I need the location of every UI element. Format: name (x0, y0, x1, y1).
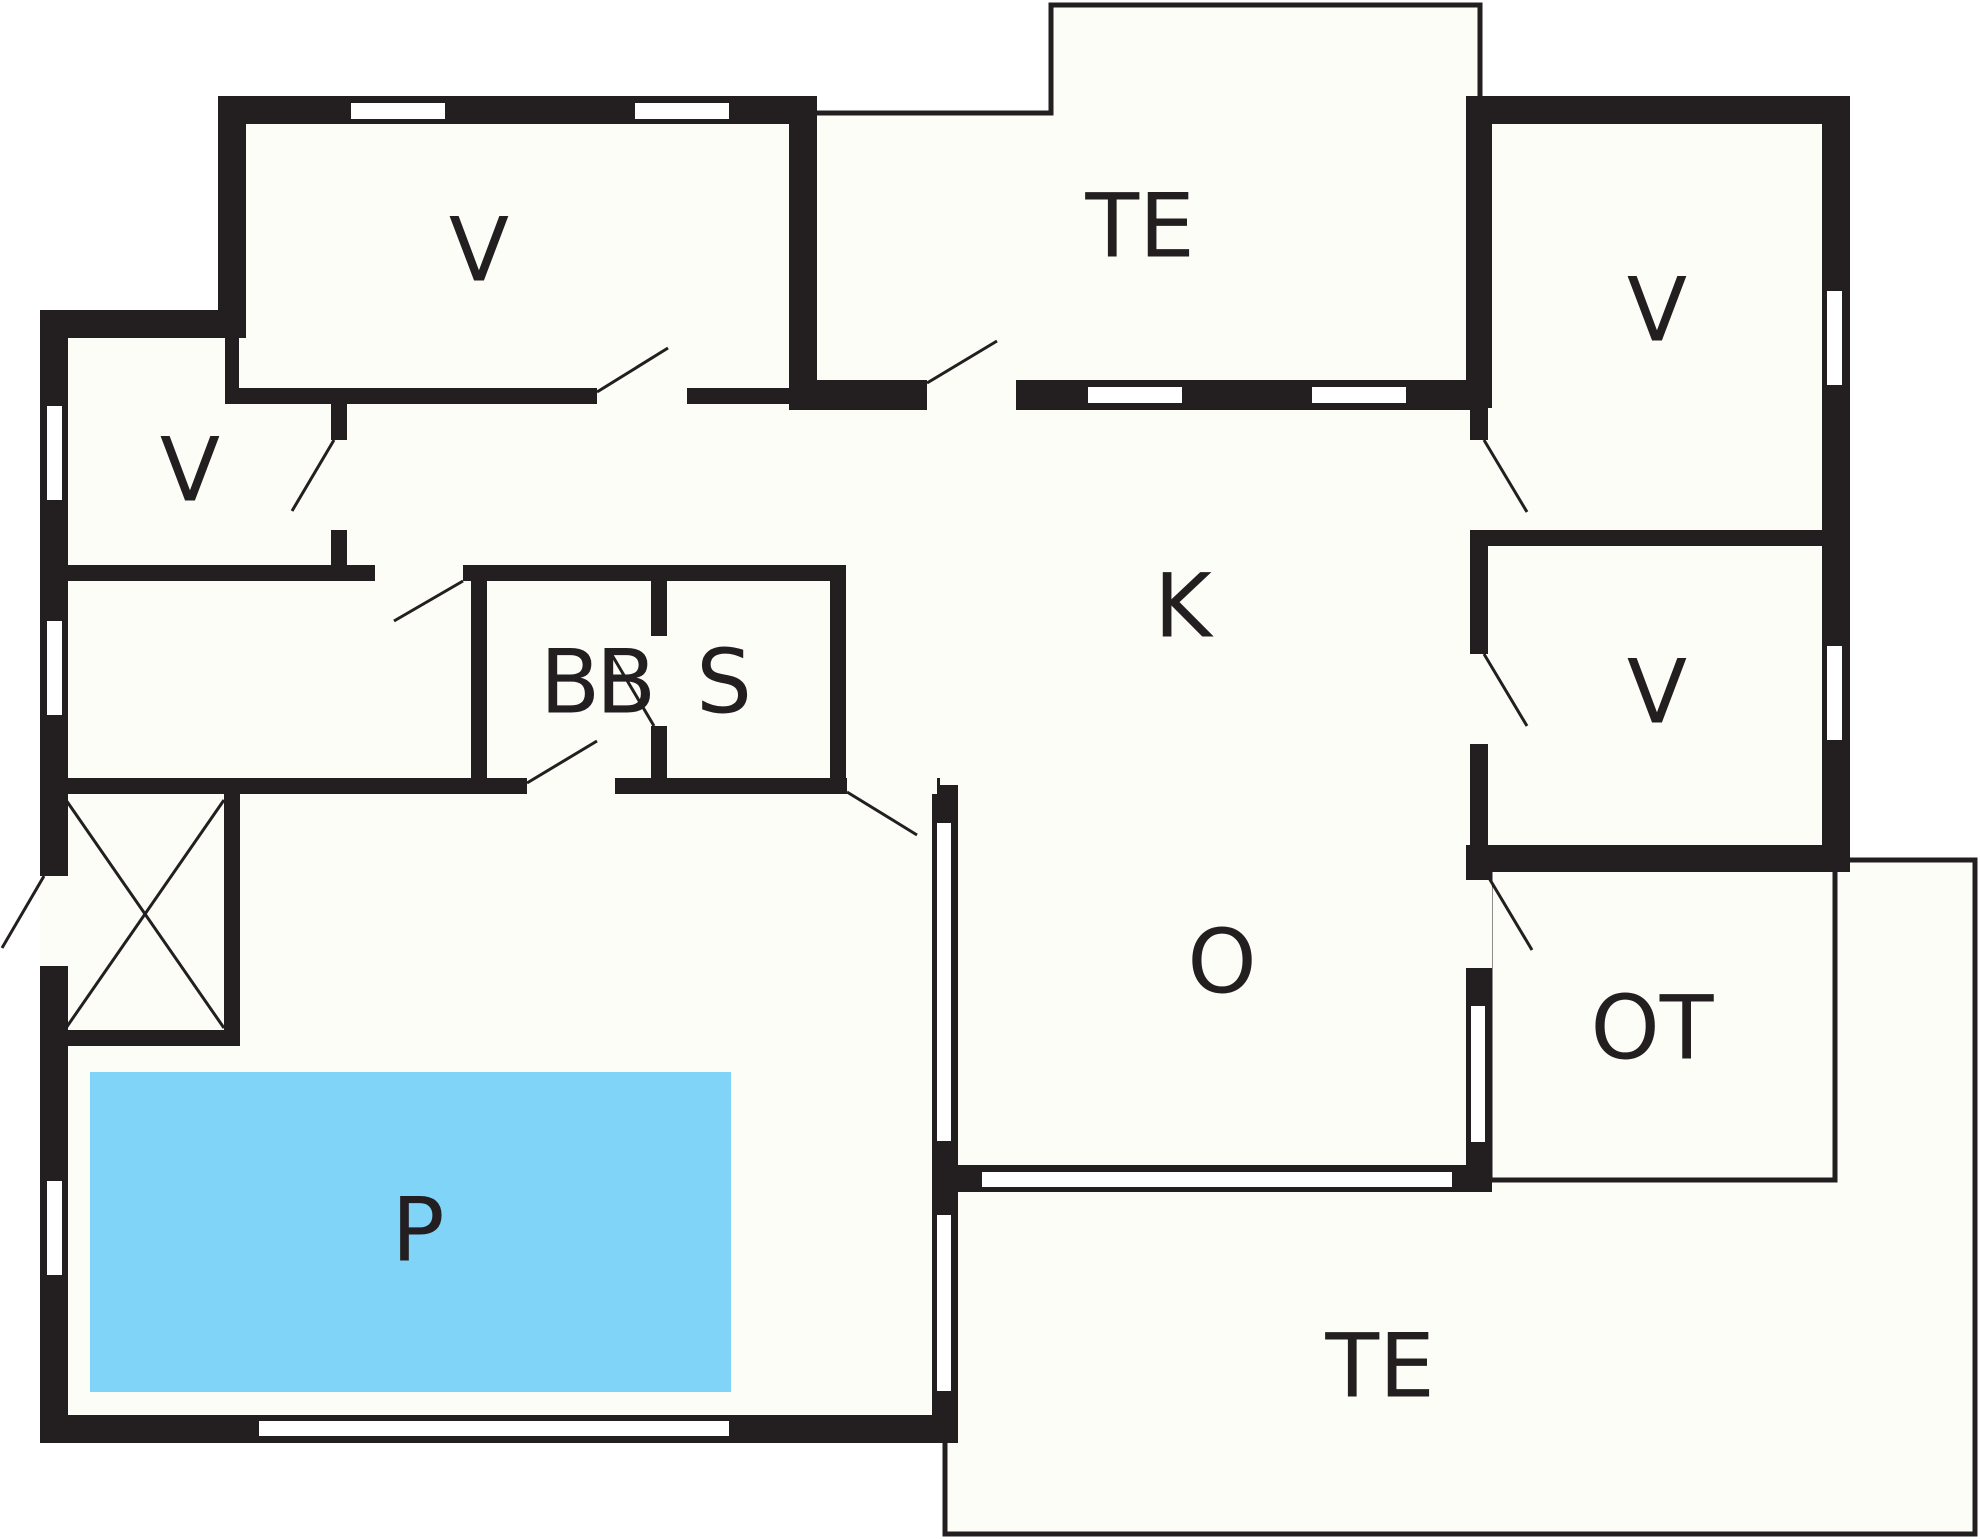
window (633, 101, 731, 121)
door-openings (40, 380, 1492, 968)
window (1086, 385, 1184, 405)
window (45, 404, 64, 502)
room-label-bathroom-1: B (540, 631, 600, 734)
window (1310, 385, 1408, 405)
terrace-top-outline (816, 2, 1483, 116)
door-gap (331, 440, 347, 530)
terrace-bottom-outline (942, 857, 1978, 1537)
door-gap (1466, 880, 1492, 968)
window (935, 821, 953, 1143)
wall (1466, 845, 1850, 872)
closet-cross (64, 799, 226, 1029)
wall (1466, 96, 1848, 124)
room-label-terrace-bottom: TE (1324, 1315, 1434, 1418)
room-label-bedroom-left: V (160, 419, 220, 522)
wall (225, 388, 790, 404)
wall (1822, 96, 1850, 872)
window (1825, 644, 1844, 742)
door-gap (651, 636, 667, 726)
wall (225, 330, 239, 404)
room-label-terrace-top: TE (1084, 175, 1194, 278)
windows (45, 101, 1844, 1438)
window (980, 1170, 1454, 1189)
wall (40, 310, 246, 338)
window (1825, 289, 1844, 387)
wall (1480, 530, 1830, 546)
door-swings (0, 339, 1534, 951)
room-label-living-room: O (1187, 911, 1256, 1014)
room-label-sauna: S (696, 631, 752, 734)
door-gap (1470, 440, 1488, 530)
room-label-pool: P (391, 1179, 444, 1282)
window (45, 619, 64, 717)
room-label-covered-terrace: OT (1590, 977, 1714, 1080)
wall (830, 565, 846, 783)
window (45, 1179, 64, 1277)
wall (218, 96, 246, 338)
room-label-bedroom-right-mid: V (1627, 641, 1687, 744)
room-label-kitchen: K (1154, 555, 1214, 658)
wall (60, 778, 940, 794)
door-gap (375, 565, 463, 581)
door-gap (597, 386, 687, 406)
door-gap (40, 876, 68, 966)
door-gap (847, 778, 937, 794)
window (257, 1419, 731, 1438)
window (935, 1213, 953, 1393)
wall (224, 790, 240, 1046)
room-label-bedroom-top: V (449, 199, 509, 302)
wall (1466, 96, 1492, 408)
wall (60, 565, 375, 581)
pool (90, 1072, 731, 1392)
window (349, 101, 447, 121)
room-label-bathroom-2: B (596, 631, 656, 734)
door-gap (1470, 654, 1488, 744)
door-gap (927, 380, 1016, 410)
wall (60, 1030, 240, 1046)
wall (471, 565, 487, 783)
window (1469, 1004, 1487, 1144)
door-gap (527, 778, 615, 794)
room-label-bedroom-right-top: V (1627, 259, 1687, 362)
wall (789, 96, 817, 408)
